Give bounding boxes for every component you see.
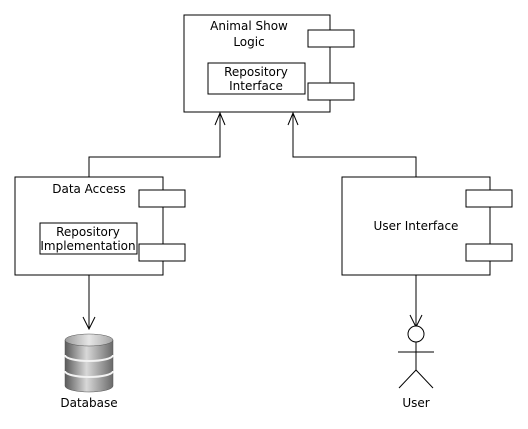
dependency-ui-to-user (409, 275, 423, 329)
arrowhead-icon (82, 316, 96, 331)
port-icon (138, 189, 186, 208)
data-access-component[interactable]: Data Access Repository Implementation (14, 176, 186, 276)
arrowhead-icon (287, 111, 299, 126)
inner-label-line1: Repository (224, 65, 288, 79)
port-icon (138, 243, 186, 262)
user-actor[interactable]: User (398, 325, 434, 410)
inner-box (39, 222, 138, 255)
user-interface-component[interactable]: User Interface (341, 176, 513, 276)
user-label: User (402, 396, 429, 410)
port-icon (307, 82, 355, 101)
component-title-line1: Animal Show (210, 19, 288, 33)
component-title: Data Access (52, 182, 126, 196)
inner-label-line2: Interface (229, 79, 283, 93)
component-box (341, 176, 491, 276)
inner-box (207, 62, 306, 95)
port-icon (465, 189, 513, 208)
database[interactable]: Database (60, 333, 118, 410)
component-title-line2: Logic (233, 35, 264, 49)
repository-interface-box[interactable]: Repository Interface (207, 62, 306, 95)
component-title: User Interface (374, 219, 459, 233)
inner-label-line2: Implementation (40, 239, 135, 253)
inner-label-line1: Repository (56, 225, 120, 239)
arrowhead-icon (214, 111, 226, 126)
dependency-data-access-to-database (82, 275, 96, 331)
edge-line (88, 114, 221, 177)
dependency-ui-to-logic (287, 111, 417, 177)
repository-implementation-box[interactable]: Repository Implementation (39, 222, 138, 255)
animal-show-logic-component[interactable]: Animal Show Logic Repository Interface (183, 14, 355, 113)
database-icon (64, 333, 114, 393)
port-icon (307, 29, 355, 48)
edge-line (292, 114, 417, 177)
dependency-data-access-to-logic (88, 111, 226, 177)
port-icon (465, 243, 513, 262)
database-label: Database (60, 396, 117, 410)
actor-icon (398, 325, 434, 389)
